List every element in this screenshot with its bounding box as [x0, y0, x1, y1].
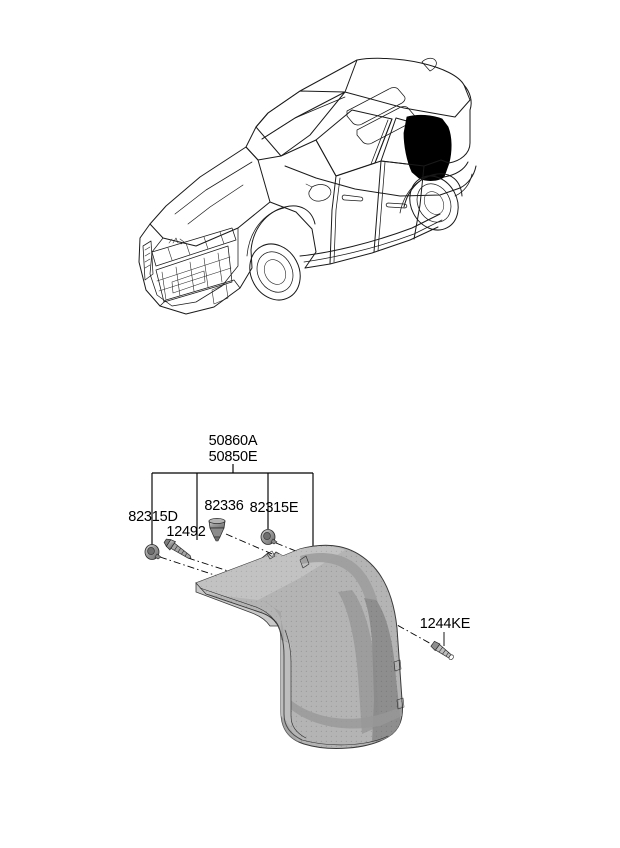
rear-wheel-guard-panel [195, 544, 405, 749]
garnish-bottom-rim [301, 735, 389, 746]
vehicle-body-group [149, 109, 477, 269]
vehicle-wheels-group [246, 173, 463, 301]
garnish-top-edge-roll [195, 581, 279, 627]
fastener-1244KE [430, 640, 454, 661]
label-82315D: 82315D [128, 509, 178, 525]
label-82315E: 82315E [250, 500, 299, 516]
fastener-82315D [144, 544, 162, 560]
garnish-hook-edge [277, 625, 303, 741]
garnish-edge-line-1 [199, 587, 277, 624]
garnish-hook-edge-inner [284, 629, 307, 739]
garnish-tab-mid [299, 555, 310, 569]
garnish-tab-left [266, 550, 276, 560]
fastener-82336 [208, 518, 226, 542]
label-assembly-secondary: 50850E [209, 449, 258, 465]
garnish-tab-lower-right [396, 697, 405, 710]
label-assembly-primary: 50860A [209, 433, 258, 449]
fastener-82315E [260, 529, 278, 545]
garnish-left-flange [281, 640, 291, 726]
vehicle-illustration [138, 57, 477, 315]
garnish-bottom-shadow [281, 698, 402, 729]
garnish-shade-right-soft [338, 590, 380, 734]
highlighted-garnish-region [403, 114, 452, 181]
garnish-tab-right [393, 659, 402, 672]
garnish-crease [300, 553, 388, 708]
label-82336: 82336 [204, 498, 243, 514]
fastener-12492 [163, 538, 192, 559]
leader-82336 [225, 533, 301, 567]
exploded-parts-group: 50860A 50850E 82315D 12492 82336 82315E … [128, 433, 471, 749]
garnish-shade-right [364, 598, 401, 742]
vehicle-front-fascia-group [138, 223, 253, 315]
label-12492: 12492 [166, 524, 205, 540]
assembly-bracket [151, 464, 314, 566]
label-1244KE: 1244KE [420, 616, 471, 632]
